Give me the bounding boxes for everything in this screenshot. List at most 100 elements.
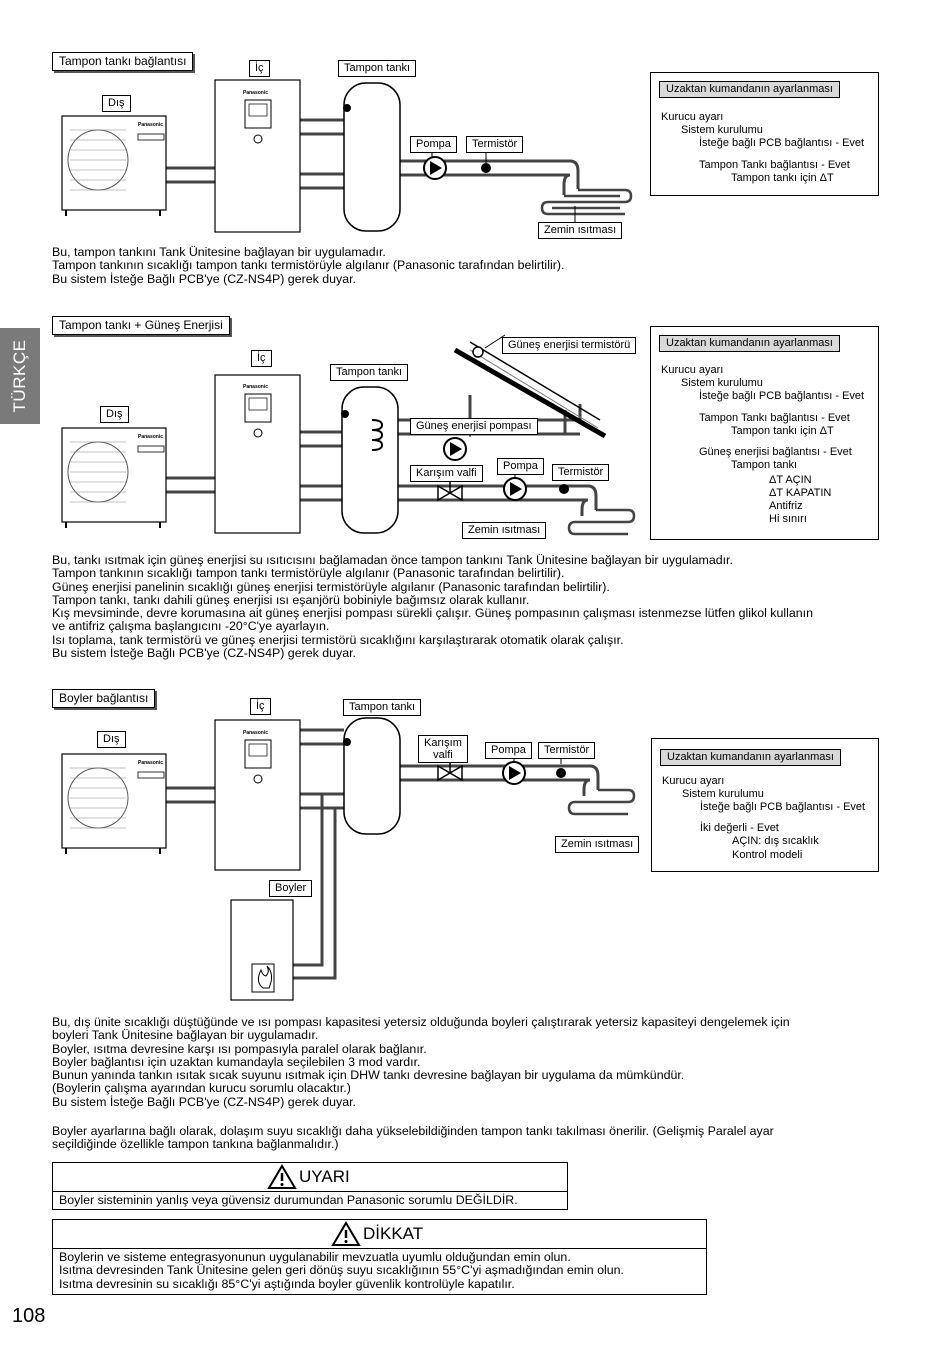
diagram-buffer-tank [61,79,633,233]
warning-title: UYARI [299,1167,350,1186]
pipes [165,728,600,980]
panel-line: Kontrol modeli [732,849,803,861]
panel-line: İsteğe bağlı PCB bağlantısı - Evet [700,801,866,813]
tank-sensor-dot [343,104,351,112]
caution-triangle-icon [331,1221,361,1246]
paragraph-line: Kış mevsiminde, devre korumasına ait gün… [52,606,813,621]
panel-line: Kurucu ayarı [661,111,724,123]
label-outdoor: Dış [100,406,129,423]
paragraph-line: Güneş enerjisi panelinin sıcaklığı güneş… [52,579,610,594]
label-mixing-valve-line: valfi [433,749,453,761]
paragraph-line: boyleri Tank Ünitesine bağlayan bir uygu… [52,1028,319,1043]
label-thermistor: Termistör [466,136,524,153]
label-floor-heating: Zemin ısıtması [555,836,640,853]
pump-icon [502,761,526,785]
brand-indoor: Panasonic [243,730,269,736]
panel-line: Tampon Tankı bağlantısı - Evet [699,159,850,171]
brand-outdoor: Panasonic [138,122,164,128]
warning-line: Boyler sisteminin yanlış veya güvensiz d… [59,1193,518,1207]
warning-body: Boyler sisteminin yanlış veya güvensiz d… [53,1192,567,1209]
remote-settings-panel: Uzaktan kumandanın ayarlanması Kurucu ay… [650,72,879,196]
panel-line: AÇIN: dış sıcaklık [732,835,819,847]
solar-panel-icon [453,341,607,439]
label-solar-thermistor: Güneş enerjisi termistörü [502,337,637,354]
label-indoor: İç [249,60,270,77]
diagram-buffer-tank-solar [61,334,636,536]
paragraph-line: Bu sistem İsteğe Bağlı PCB'ye (CZ-NS4P) … [52,1094,356,1109]
thermistor-dot [556,768,566,778]
thermistor-dot [559,484,569,494]
panel-header: Uzaktan kumandanın ayarlanması [659,81,840,98]
label-thermistor: Termistör [552,464,610,481]
paragraph-line: Boyler ayarlarına bağlı olarak, dolaşım … [52,1124,774,1138]
buffer-tank [343,82,401,232]
panel-line: Antifriz [769,500,803,512]
panel-line: ΔT KAPATIN [769,487,832,499]
boiler-unit [230,899,294,1001]
pump-icon [503,477,527,501]
caution-header: DİKKAT [53,1220,706,1249]
paragraph-line: Bu sistem İsteğe Bağlı PCB'ye (CZ-NS4P) … [52,646,356,661]
caution-box: DİKKAT Boylerin ve sisteme entegrasyonun… [52,1219,707,1295]
outdoor-unit [61,427,167,528]
floor-heating-icon [540,188,633,216]
paragraph-line: Tampon tankının sıcaklığı tampon tankı t… [52,566,565,581]
paragraph-line: Bu sistem İsteğe Bağlı PCB'ye (CZ-NS4P) … [52,271,356,286]
panel-line: Sistem kurulumu [681,377,763,389]
section-description: Bu, tankı ısıtmak için güneş enerjisi su… [52,553,892,661]
warning-header: UYARI [53,1163,567,1192]
section-title: Tampon tankı bağlantısı [52,52,194,71]
panel-header: Uzaktan kumandanın ayarlanması [660,749,841,766]
buffer-tank [341,386,399,534]
panel-line: Sistem kurulumu [681,124,763,136]
panel-line: Kurucu ayarı [662,775,725,787]
paragraph-line: Tampon tankının sıcaklığı tampon tankı t… [52,258,565,273]
label-mixing-valve: Karışım valfi [410,465,483,482]
paragraph-line: Bu, tampon tankını Tank Ünitesine bağlay… [52,245,386,259]
mixing-valve-icon [437,760,463,782]
panel-header: Uzaktan kumandanın ayarlanması [659,335,840,352]
panel-line: Kurucu ayarı [661,364,724,376]
panel-line: İsteğe bağlı PCB bağlantısı - Evet [699,390,865,402]
label-solar-pump: Güneş enerjisi pompası [410,418,538,435]
panel-line: İki değerli - Evet [700,822,779,834]
brand-indoor: Panasonic [243,90,269,96]
thermistor-dot [481,163,491,173]
panel-line: Güneş enerjisi bağlantısı - Evet [699,446,852,458]
outdoor-unit [61,115,167,216]
section-title: Boyler bağlantısı [52,689,156,708]
indoor-unit [214,374,301,534]
label-outdoor: Dış [102,95,131,112]
panel-line: Tampon tankı için ΔT [731,425,834,437]
label-buffer-tank: Tampon tankı [338,60,417,77]
panel-line: Sistem kurulumu [682,788,764,800]
section-description: Bu, tampon tankını Tank Ünitesine bağlay… [52,245,892,286]
label-floor-heating: Zemin ısıtması [462,522,547,539]
pump-icon [423,156,447,180]
panel-line: Tampon tankı [731,459,798,471]
panel-line: ΔT AÇIN [769,474,812,486]
warning-box: UYARI Boyler sisteminin yanlış veya güve… [52,1162,568,1210]
section-note: Boyler ayarlarına bağlı olarak, dolaşım … [52,1124,892,1152]
floor-heating-icon [567,788,636,816]
paragraph-line: Boyler bağlantısı için uzaktan kumandayl… [52,1054,421,1069]
label-buffer-tank: Tampon tankı [343,699,422,716]
panel-line: Tampon tankı için ΔT [731,172,834,184]
paragraph-line: seçildiğinde özellikle tampon tankına ba… [52,1137,339,1152]
panel-line: Tampon Tankı bağlantısı - Evet [699,412,850,424]
label-indoor: İç [250,698,271,715]
paragraph-line: ve antifriz çalışma başlangıcını -20°C'y… [52,619,330,634]
caution-line: Boylerin ve sisteme entegrasyonunun uygu… [59,1250,571,1264]
caution-line: Isıtma devresinin su sıcaklığı 85°C'yi a… [59,1276,515,1291]
brand-outdoor: Panasonic [138,434,164,440]
tank-sensor-dot [341,410,349,418]
label-pump: Pompa [485,742,532,759]
label-mixing-valve: Karışım valfi [418,735,468,763]
label-floor-heating: Zemin ısıtması [538,222,623,239]
paragraph-line: Bu, dış ünite sıcaklığı düştüğünde ve ıs… [52,1015,790,1029]
paragraph-line: Tampon tankı, tankı dahili güneş enerjis… [52,592,530,607]
brand-indoor: Panasonic [243,384,269,390]
label-mixing-valve-line: Karışım [424,737,462,749]
paragraph-line: Bunun yanında tankın ısıtak sıcak suyunu… [52,1068,685,1083]
label-pump: Pompa [410,136,457,153]
